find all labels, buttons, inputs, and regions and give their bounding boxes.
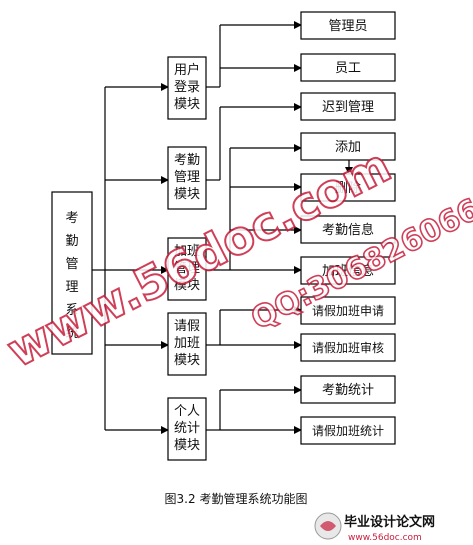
leaf-m5-c1: 考勤统计 [300,375,396,404]
leaf-m3-c3: 考勤信息 [300,215,396,244]
leaf-label-attendance-stats: 考勤统计 [322,383,374,398]
leaf-label-leave-review: 请假加班审核 [312,340,384,355]
leaf-m3-c2: 删除 [300,173,396,202]
module-label-m3: 加班管理模块 [174,244,200,293]
leaf-m1-c2: 员工 [300,53,396,82]
module-label-m2: 考勤管理模块 [174,153,200,202]
logo-swirl-icon [320,521,336,531]
module-node-m4: 请假加班模块 [167,312,207,376]
leaf-label-leave-apply: 请假加班申请 [312,304,384,318]
leaf-label-overtime-info: 加班信息 [322,263,374,279]
module-node-m2: 考勤管理模块 [167,146,207,210]
leaf-m1-c1: 管理员 [300,11,396,40]
module-node-m1: 用户登录模块 [167,56,207,120]
logo-title: 毕业设计论文网 [344,514,435,530]
site-logo: 毕业设计论文网 www.56doc.com [314,512,435,543]
leaf-m4-c2: 请假加班审核 [300,333,396,362]
logo-url: www.56doc.com [348,533,422,543]
module-label-m1: 用户登录模块 [174,62,200,112]
leaf-m3-c4: 加班信息 [300,256,396,285]
leaf-label-leave-stats: 请假加班统计 [312,424,384,438]
connectors [92,21,353,434]
module-label-m5: 个人统计模块 [174,404,200,453]
leaf-label-admin: 管理员 [328,19,367,34]
module-label-m4: 请假加班模块 [174,319,200,368]
leaf-label-late: 迟到管理 [322,100,374,115]
leaf-m5-c2: 请假加班统计 [300,416,396,445]
leaf-label-employee: 员工 [335,61,361,76]
leaf-m3-c1: 添加 [300,132,396,161]
module-node-m5: 个人统计模块 [167,397,207,461]
root-label: 考勤管理系统 [65,211,78,341]
figure-caption: 图3.2 考勤管理系统功能图 [165,491,308,506]
root-node: 考勤管理系统 [51,191,93,355]
leaf-m4-c1: 请假加班申请 [300,296,396,325]
leaf-label-add: 添加 [335,140,361,155]
module-node-m3: 加班管理模块 [167,237,207,301]
leaf-label-delete: 删除 [335,181,361,196]
leaf-label-attendance-info: 考勤信息 [322,222,374,238]
leaf-m2-c1: 迟到管理 [300,92,396,121]
